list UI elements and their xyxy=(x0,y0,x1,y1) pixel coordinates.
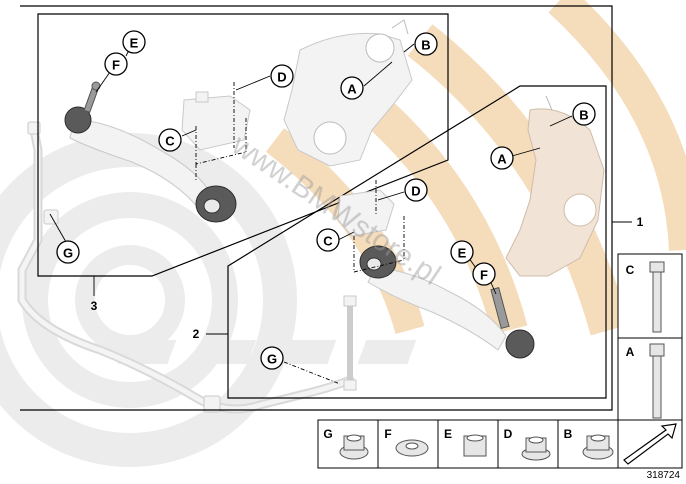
callouts-middle-group: B A D C E F G xyxy=(260,102,596,370)
svg-text:C: C xyxy=(323,234,333,249)
callout-mid-F: F xyxy=(472,262,496,286)
callout-top-C: C xyxy=(158,128,182,152)
middle-stabilizer-link xyxy=(343,295,357,391)
nut-legend-D: D xyxy=(504,427,551,461)
svg-text:E: E xyxy=(444,427,452,441)
svg-text:D: D xyxy=(277,70,286,85)
top-bracket xyxy=(181,91,251,151)
callout-mid-E: E xyxy=(450,240,474,264)
svg-text:C: C xyxy=(626,263,635,277)
reference-number: 318724 xyxy=(647,470,681,481)
svg-text:A: A xyxy=(497,152,507,167)
middle-control-arm xyxy=(359,245,535,359)
callout-top-F: F xyxy=(104,52,128,76)
svg-text:F: F xyxy=(480,268,488,283)
assembly-numbers: 1 2 3 xyxy=(91,215,644,341)
svg-text:G: G xyxy=(323,427,332,441)
bolt-legend-A: A xyxy=(626,343,665,419)
svg-text:F: F xyxy=(384,427,391,441)
middle-wheel-carrier xyxy=(505,95,605,277)
bolt-legend-panel: C A xyxy=(617,253,683,425)
svg-text:F: F xyxy=(112,58,120,73)
svg-text:D: D xyxy=(504,427,513,441)
svg-text:C: C xyxy=(165,134,175,149)
svg-text:G: G xyxy=(267,352,277,367)
assembly-number-2: 2 xyxy=(193,327,200,341)
callout-top-B: B xyxy=(414,32,438,56)
middle-bracket xyxy=(337,189,395,237)
frame-assembly-3 xyxy=(37,13,449,277)
callout-top-E: E xyxy=(122,30,146,54)
callout-top-A: A xyxy=(340,76,364,100)
callout-top-G: G xyxy=(56,240,80,264)
callout-mid-B: B xyxy=(572,102,596,126)
svg-text:B: B xyxy=(579,108,588,123)
nut-legend-G: G xyxy=(323,427,369,460)
stabilizer-bar xyxy=(17,121,355,414)
callout-top-D: D xyxy=(270,64,294,88)
svg-text:B: B xyxy=(564,427,573,441)
svg-text:B: B xyxy=(421,38,430,53)
nut-legend-F: F xyxy=(384,427,429,457)
top-control-arm xyxy=(64,81,237,223)
svg-text:D: D xyxy=(411,184,420,199)
svg-text:G: G xyxy=(63,246,73,261)
callout-mid-A: A xyxy=(490,146,514,170)
nut-legend-B: B xyxy=(564,427,614,460)
assembly-number-1: 1 xyxy=(637,215,644,229)
callouts-top-group: E F D C A B G xyxy=(56,30,438,264)
callout-mid-D: D xyxy=(404,178,428,202)
nut-legend-E: E xyxy=(444,427,487,457)
arrow-icon xyxy=(623,423,677,465)
callout-mid-G: G xyxy=(260,346,284,370)
middle-bolt-leaders xyxy=(353,180,405,273)
svg-text:A: A xyxy=(347,82,357,97)
assembly-number-3: 3 xyxy=(91,299,98,313)
nut-legend-panel: G F E D B xyxy=(317,419,683,469)
svg-text:E: E xyxy=(458,246,467,261)
top-wheel-carrier xyxy=(283,19,413,167)
top-bolt-leaders xyxy=(195,82,247,180)
svg-text:E: E xyxy=(130,36,139,51)
svg-text:A: A xyxy=(626,345,635,359)
frame-assembly-1 xyxy=(20,5,632,411)
frame-assembly-2 xyxy=(227,85,607,399)
bolt-legend-C: C xyxy=(626,261,665,333)
callout-mid-C: C xyxy=(316,228,340,252)
